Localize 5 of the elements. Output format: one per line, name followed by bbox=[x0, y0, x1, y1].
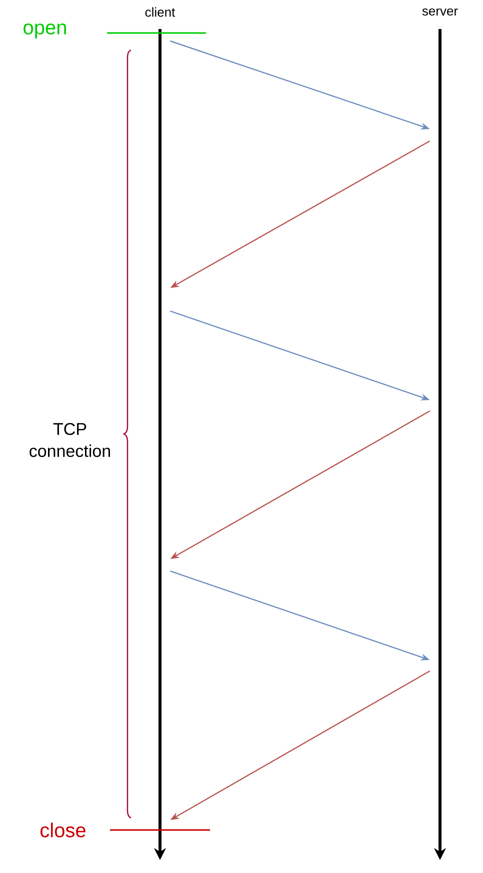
node-label: client bbox=[145, 7, 176, 17]
bracket-label: TCP connection bbox=[30, 422, 110, 458]
node-label: server bbox=[422, 8, 458, 16]
boundary-label: close bbox=[40, 822, 86, 838]
boundary-label: open bbox=[24, 24, 66, 38]
